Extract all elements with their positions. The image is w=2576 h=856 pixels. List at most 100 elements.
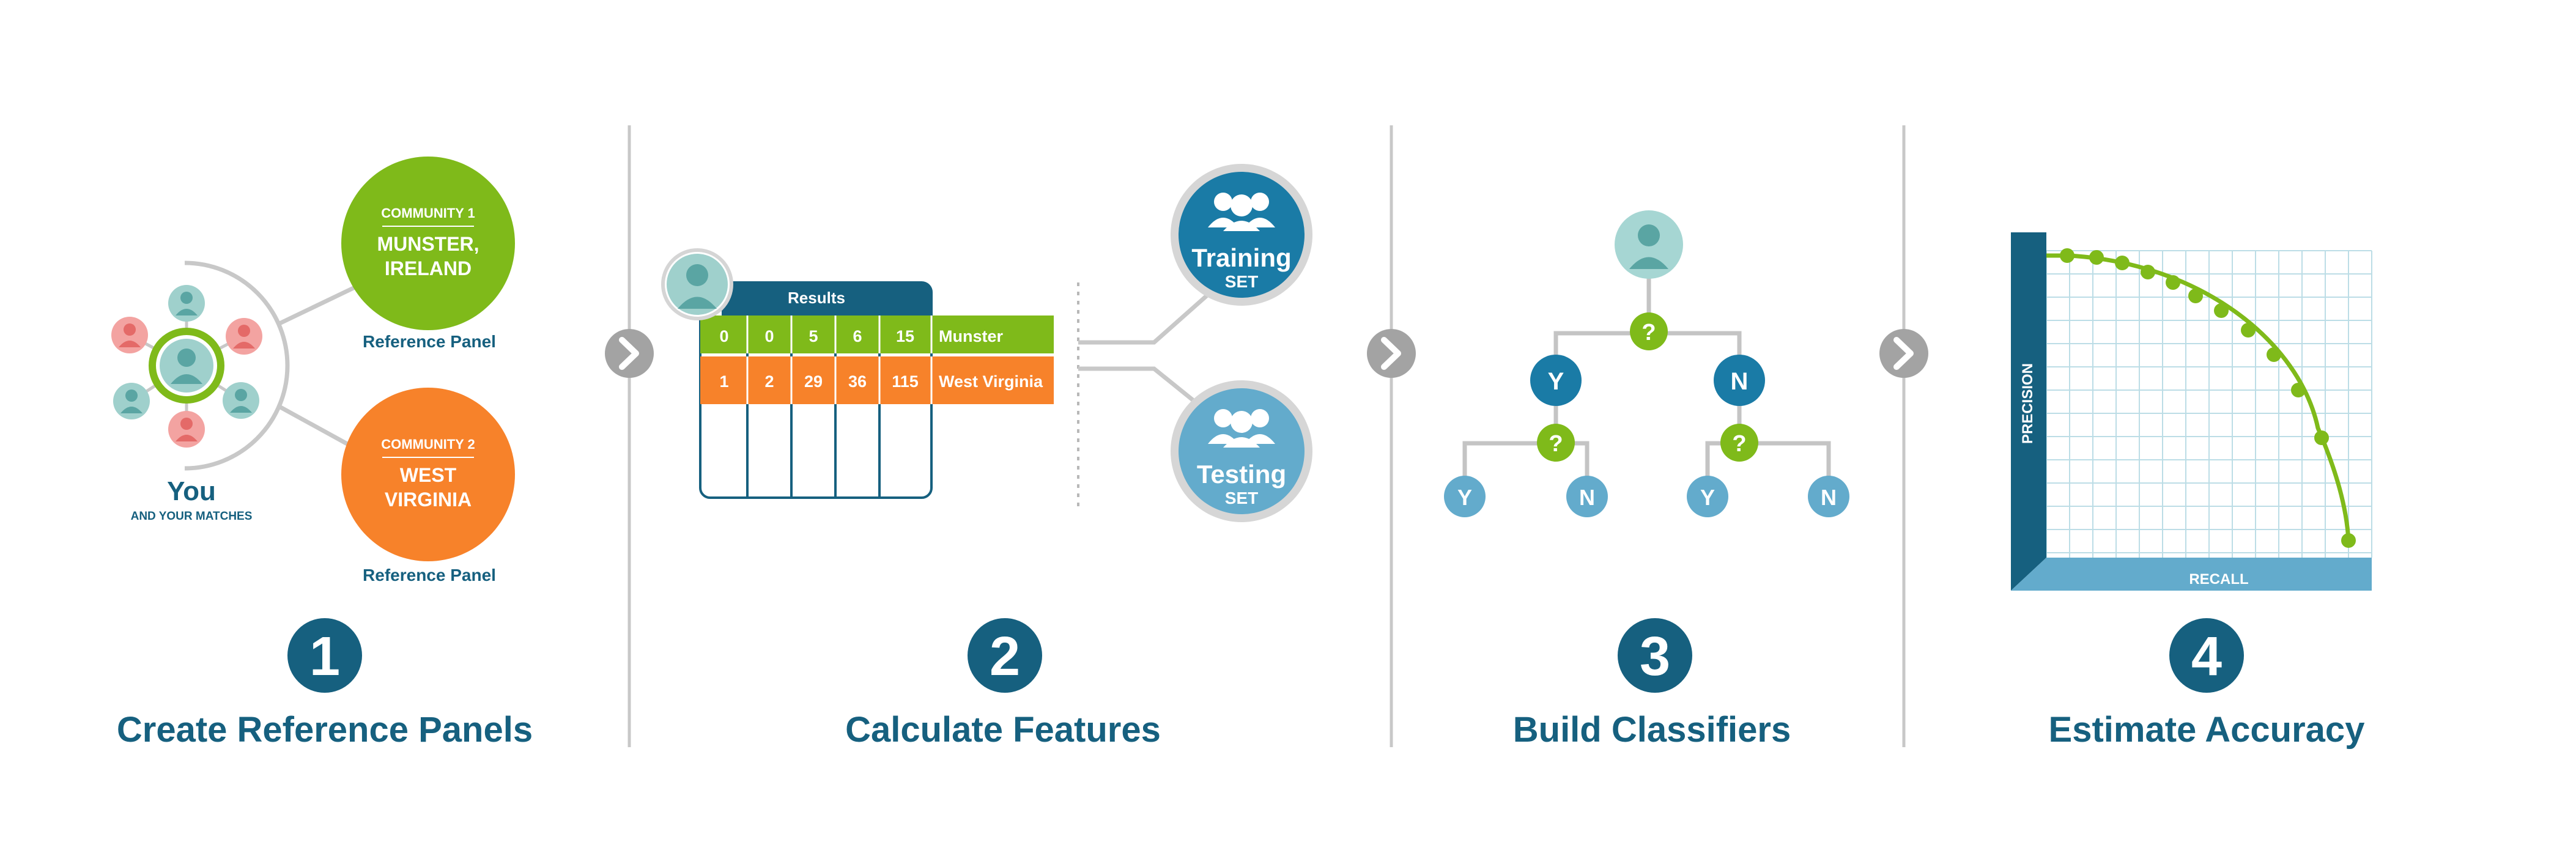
community-1-fill (341, 157, 515, 330)
community-2-line1: WEST (400, 464, 457, 486)
group-icon (1208, 409, 1275, 448)
curve-point (2214, 303, 2229, 318)
curve-point (2291, 383, 2306, 397)
step-2-number: 2 (990, 626, 1020, 687)
curve-point (2314, 430, 2329, 445)
curve-point (2166, 275, 2180, 290)
cell: 29 (804, 372, 823, 391)
community-2-fill (341, 388, 515, 561)
training-set-circle: Training SET (1171, 164, 1312, 306)
step-3-title: Build Classifiers (1513, 710, 1791, 750)
row-label: Munster (939, 327, 1004, 345)
panel-build-classifiers: ? Y N ? ? Y N Y (1444, 210, 1849, 517)
curve-point (2188, 289, 2203, 303)
matches-arc (184, 260, 290, 471)
svg-text:?: ? (1549, 431, 1563, 457)
curve-points (2060, 248, 2356, 548)
community-2-line2: VIRGINIA (385, 489, 472, 511)
curve-point (2089, 250, 2104, 265)
chevron-right-icon (1381, 337, 1401, 370)
panel-calculate-features: Results 0 0 5 6 15 Munster (661, 164, 1312, 522)
step-3-badge (1618, 618, 1692, 693)
panel-estimate-accuracy: PRECISION RECALL (2011, 232, 2372, 591)
leaf-y: Y (1687, 476, 1728, 517)
dividers (627, 125, 1906, 747)
step-4-number: 4 (2191, 626, 2222, 687)
chevron-right-icon (619, 337, 639, 370)
node-y: Y (1530, 355, 1582, 406)
step-1-number: 1 (309, 626, 340, 687)
cell: 6 (853, 327, 862, 345)
cell: 2 (764, 372, 774, 391)
leaf-n: N (1566, 476, 1608, 517)
community-1-line2: IRELAND (385, 257, 472, 279)
curve-point (2341, 533, 2356, 548)
row-label: West Virginia (939, 372, 1043, 391)
root-avatar (1615, 210, 1683, 279)
curve-point (2241, 323, 2256, 338)
step-4-label: 4 Estimate Accuracy (2049, 618, 2365, 750)
reference-panel-label-2: Reference Panel (363, 566, 496, 585)
group-icon (1208, 193, 1275, 231)
step-3-label: 3 Build Classifiers (1513, 618, 1791, 750)
node-n: N (1714, 355, 1765, 406)
step-arrow-2 (1367, 329, 1416, 378)
cell: 115 (892, 372, 919, 391)
svg-text:Y: Y (1548, 368, 1564, 395)
match-avatar (168, 411, 205, 448)
svg-text:?: ? (1641, 320, 1656, 345)
person-avatar (661, 248, 733, 320)
results-row-munster: 0 0 5 6 15 Munster (700, 315, 1054, 353)
svg-text:Y: Y (1457, 485, 1472, 510)
step-4-badge (2169, 618, 2244, 693)
curve-point (2060, 248, 2074, 263)
training-sub: SET (1225, 272, 1258, 291)
cell: 0 (764, 327, 774, 345)
reference-panel-label-1: Reference Panel (363, 332, 496, 351)
cell: 5 (809, 327, 818, 345)
training-set-fill (1179, 172, 1305, 298)
recall-label: RECALL (2189, 571, 2248, 588)
svg-text:N: N (1579, 485, 1595, 510)
step-1-badge (287, 618, 362, 693)
precision-label: PRECISION (2019, 363, 2036, 444)
leaf-n: N (1808, 476, 1849, 517)
matches-label: AND YOUR MATCHES (131, 510, 253, 523)
curve-point (2141, 265, 2155, 279)
step-2-badge (968, 618, 1042, 693)
step-arrow-1 (605, 329, 654, 378)
chevron-right-icon (1893, 337, 1914, 370)
match-avatar (111, 317, 148, 353)
community-1-line1: MUNSTER, (377, 233, 479, 255)
testing-set-fill (1179, 388, 1305, 514)
you-label: You (167, 476, 216, 506)
decision-node-root: ? (1630, 312, 1668, 350)
testing-title: Testing (1197, 460, 1286, 489)
match-avatar (168, 285, 205, 322)
step-1-title: Create Reference Panels (117, 710, 533, 750)
cell: 1 (719, 372, 728, 391)
decision-node-right: ? (1720, 424, 1758, 462)
svg-text:?: ? (1732, 431, 1746, 457)
testing-sub: SET (1225, 489, 1258, 507)
step-4-title: Estimate Accuracy (2049, 710, 2365, 750)
panel-create-reference: You AND YOUR MATCHES COMMUNITY 1 MUNSTER… (111, 157, 515, 585)
testing-set-circle: Testing SET (1171, 380, 1312, 522)
decision-node-left: ? (1537, 424, 1575, 462)
leaf-y: Y (1444, 476, 1486, 517)
step-2-label: 2 Calculate Features (845, 618, 1161, 750)
precision-recall-grid (2046, 250, 2372, 558)
results-row-west-virginia: 1 2 29 36 115 West Virginia (700, 356, 1054, 404)
community-1-circle: COMMUNITY 1 MUNSTER, IRELAND (341, 157, 515, 330)
svg-text:Y: Y (1700, 485, 1715, 510)
community-2-tag: COMMUNITY 2 (381, 437, 475, 452)
match-avatar (226, 318, 262, 355)
step-arrow-3 (1879, 329, 1928, 378)
curve-point (2115, 256, 2130, 270)
precision-axis-bar (2011, 232, 2046, 591)
community-1-tag: COMMUNITY 1 (381, 205, 475, 221)
step-2-title: Calculate Features (845, 710, 1161, 750)
step-1-label: 1 Create Reference Panels (117, 618, 533, 750)
svg-text:N: N (1821, 485, 1837, 510)
training-title: Training (1191, 243, 1291, 272)
